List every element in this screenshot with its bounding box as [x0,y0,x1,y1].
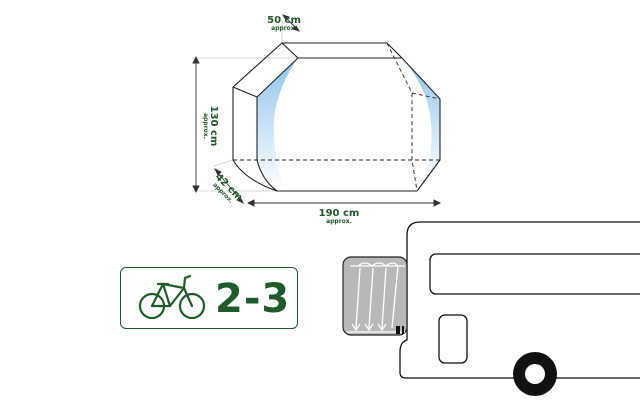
motorhome-hub [525,364,545,384]
motorhome [399,221,640,379]
height-value: 130 cm [208,105,219,147]
dimension-arrows [192,14,442,207]
length-note: approx. [326,218,352,225]
bike-capacity-badge [120,267,298,329]
cover-hidden-edges [233,42,441,192]
cover-shade-left [257,58,298,191]
height-dimension: 130 cm approx. [202,96,219,156]
depth-value: 50 cm [267,15,301,26]
length-dimension: 190 cm approx. [314,209,364,225]
motorhome-window [429,253,640,295]
depth-note: approx. [271,25,297,32]
motorhome-door [438,314,468,364]
covered-bike-rack [342,256,408,336]
bike-count: 2-3 [215,276,291,322]
depth-dimension: 50 cm approx. [262,16,306,32]
cover-shade-right [402,58,440,185]
length-value: 190 cm [318,208,360,219]
guide-lines [192,20,298,192]
